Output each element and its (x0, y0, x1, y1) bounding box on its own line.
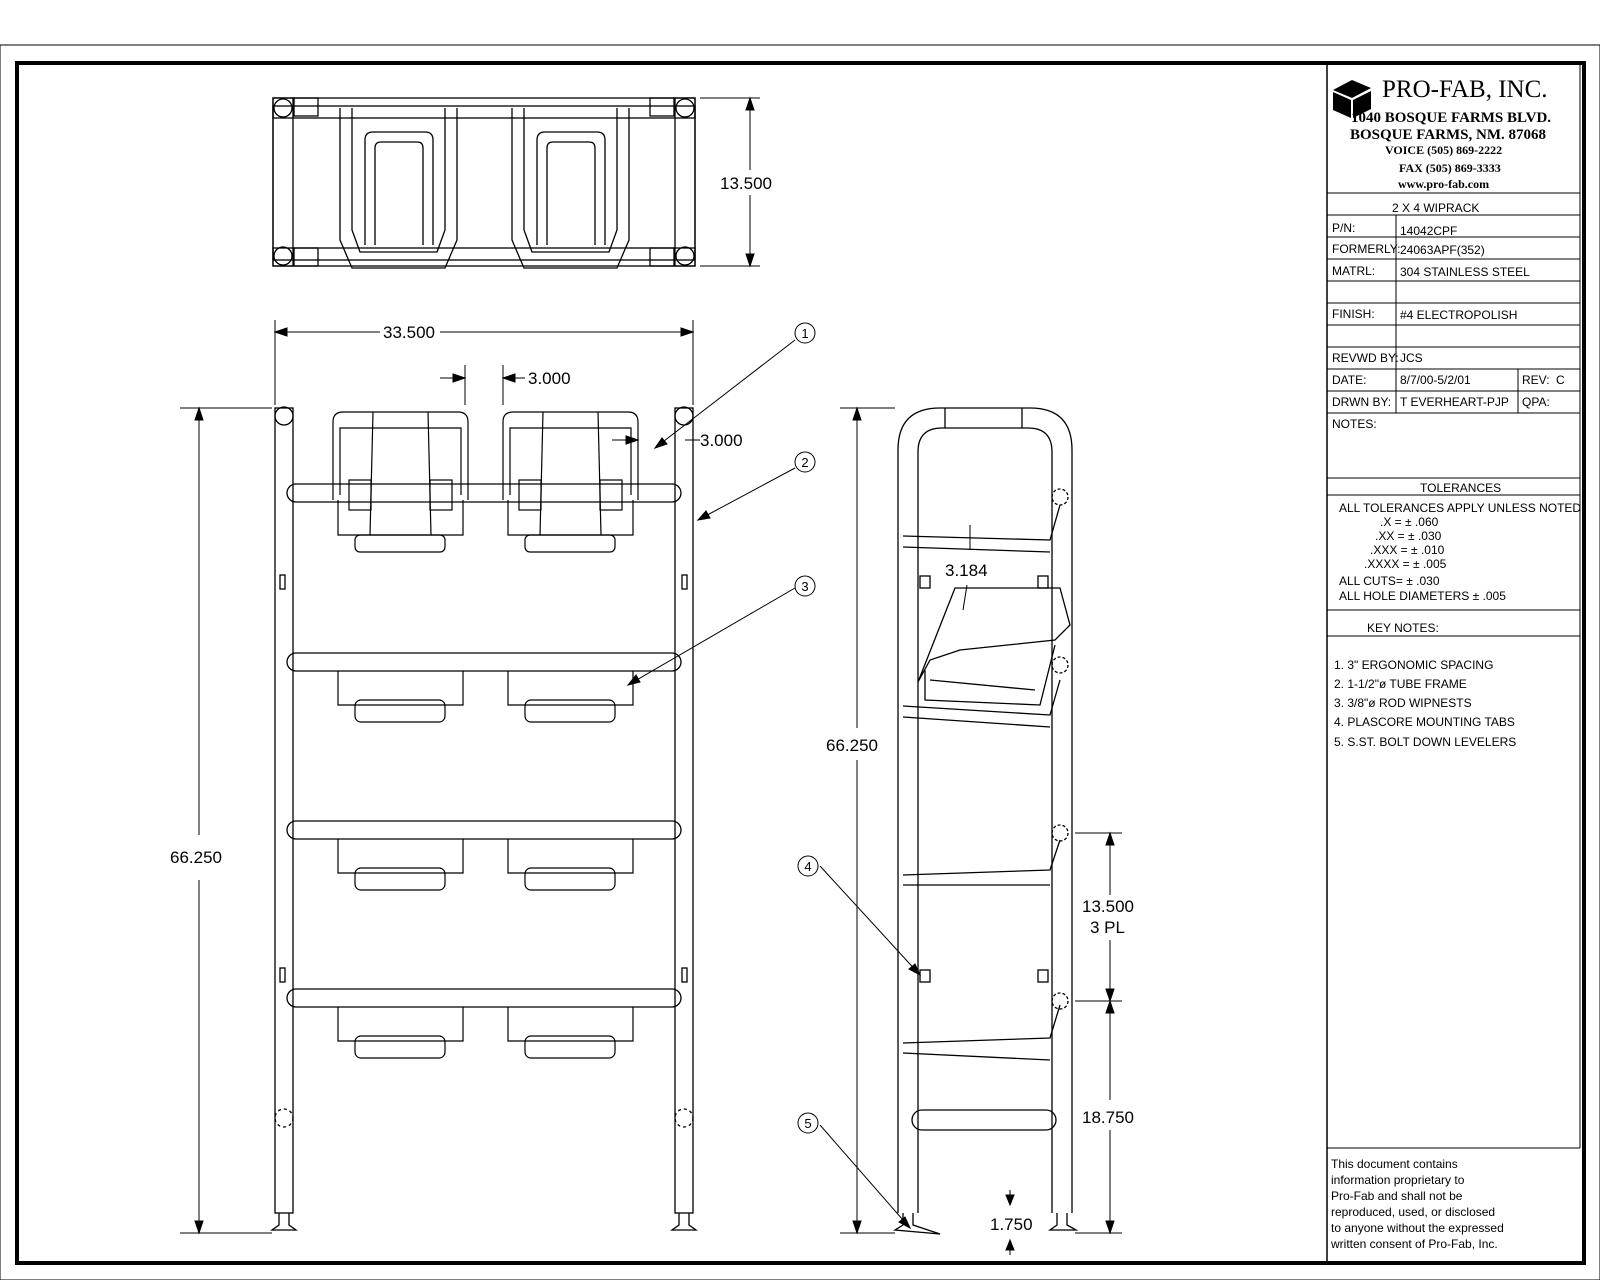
dim-side-angle-label: 3.184 (945, 561, 988, 580)
key-note-4: 4. PLASCORE MOUNTING TABS (1334, 715, 1515, 729)
company-address-1: 1040 BOSQUE FARMS BLVD. (1351, 110, 1551, 126)
balloon-3: 3 (801, 579, 808, 594)
revwd-value: JCS (1400, 351, 1423, 365)
rev-label: REV: (1522, 373, 1550, 387)
finish-label: FINISH: (1332, 307, 1375, 321)
front-wipnests (337, 671, 634, 1059)
top-view (272, 97, 696, 269)
company-web: www.pro-fab.com (1398, 177, 1489, 191)
company-fax: FAX (505) 869-3333 (1399, 161, 1501, 175)
front-view (269, 406, 699, 1231)
key-note-2: 2. 1-1/2"ø TUBE FRAME (1334, 677, 1467, 691)
tolerance-line-4: .XXXX = ± .005 (1364, 557, 1447, 571)
finish-value: #4 ELECTROPOLISH (1400, 308, 1517, 322)
disclaimer-line: This document contains (1331, 1157, 1458, 1171)
dim-side-foot-label: 1.750 (990, 1215, 1033, 1234)
dim-spacing-a-label: 3.000 (528, 369, 571, 388)
formerly-value: 24063APF(352) (1400, 243, 1485, 257)
date-label: DATE: (1332, 373, 1366, 387)
dim-front-height-label: 66.250 (170, 848, 222, 867)
tolerance-cuts: ALL CUTS= ± .030 (1339, 574, 1440, 588)
key-notes-header: KEY NOTES: (1367, 621, 1439, 635)
company-name: PRO-FAB, INC. (1382, 76, 1548, 103)
pn-label: P/N: (1332, 221, 1355, 235)
tolerance-line-2: .XX = ± .030 (1375, 529, 1442, 543)
rev-value: C (1556, 373, 1565, 387)
title-block (1326, 63, 1581, 1263)
company-logo-cube-icon (1333, 80, 1371, 118)
disclaimer-line: information proprietary to (1331, 1173, 1465, 1187)
sheet-outer-border (0, 44, 1600, 1280)
balloon-1: 1 (801, 326, 808, 341)
dim-spacing-b-label: 3.000 (700, 431, 743, 450)
tolerances-intro: ALL TOLERANCES APPLY UNLESS NOTED. (1339, 501, 1584, 515)
balloon-2: 2 (801, 455, 808, 470)
disclaimer-line: to anyone without the expressed (1331, 1221, 1504, 1235)
qpa-label: QPA: (1522, 395, 1550, 409)
formerly-label: FORMERLY: (1332, 242, 1400, 256)
dim-front (180, 320, 700, 1235)
notes-label: NOTES: (1332, 417, 1377, 431)
tolerance-holes: ALL HOLE DIAMETERS ± .005 (1339, 589, 1506, 603)
balloon-4: 4 (804, 859, 811, 874)
company-voice: VOICE (505) 869-2222 (1385, 143, 1502, 157)
drwn-value: T EVERHEART-PJP (1400, 395, 1509, 409)
sheet-inner-border (15, 61, 1586, 1265)
front-bins-top (332, 411, 639, 553)
dim-side-bottom-label: 18.750 (1082, 1108, 1134, 1127)
matrl-value: 304 STAINLESS STEEL (1400, 265, 1530, 279)
balloon-labels: 1 2 3 4 5 (801, 326, 811, 1131)
part-number: 14042CPF (1400, 224, 1457, 238)
balloon-5: 5 (804, 1116, 811, 1131)
side-view (893, 407, 1079, 1235)
date-value: 8/7/00-5/2/01 (1400, 373, 1471, 387)
dim-top-depth (700, 96, 760, 268)
dim-front-width-label: 33.500 (383, 323, 435, 342)
disclaimer: This document contains information propr… (1330, 1157, 1504, 1251)
dim-side-pitch-label: 13.500 (1082, 897, 1134, 916)
disclaimer-line: written consent of Pro-Fab, Inc. (1330, 1237, 1498, 1251)
drawing-title: 2 X 4 WIPRACK (1392, 201, 1479, 215)
balloon-callouts (626, 322, 922, 1230)
dim-side (840, 406, 1122, 1255)
tolerance-line-3: .XXX = ± .010 (1370, 543, 1445, 557)
dim-side-pitch-qty: 3 PL (1090, 918, 1125, 937)
drwn-label: DRWN BY: (1332, 395, 1391, 409)
dim-top-depth-label: 13.500 (720, 174, 772, 193)
key-note-1: 1. 3" ERGONOMIC SPACING (1334, 658, 1493, 672)
tolerances-header: TOLERANCES (1420, 481, 1501, 495)
tolerance-line-1: .X = ± .060 (1380, 515, 1439, 529)
disclaimer-line: Pro-Fab and shall not be (1331, 1189, 1463, 1203)
dim-side-height-label: 66.250 (826, 736, 878, 755)
matrl-label: MATRL: (1332, 264, 1375, 278)
revwd-label: REVWD BY: (1332, 351, 1399, 365)
key-note-5: 5. S.ST. BOLT DOWN LEVELERS (1334, 735, 1516, 749)
disclaimer-line: reproduced, used, or disclosed (1331, 1205, 1495, 1219)
company-address-2: BOSQUE FARMS, NM. 87068 (1350, 127, 1546, 143)
key-note-3: 3. 3/8"ø ROD WIPNESTS (1334, 696, 1472, 710)
